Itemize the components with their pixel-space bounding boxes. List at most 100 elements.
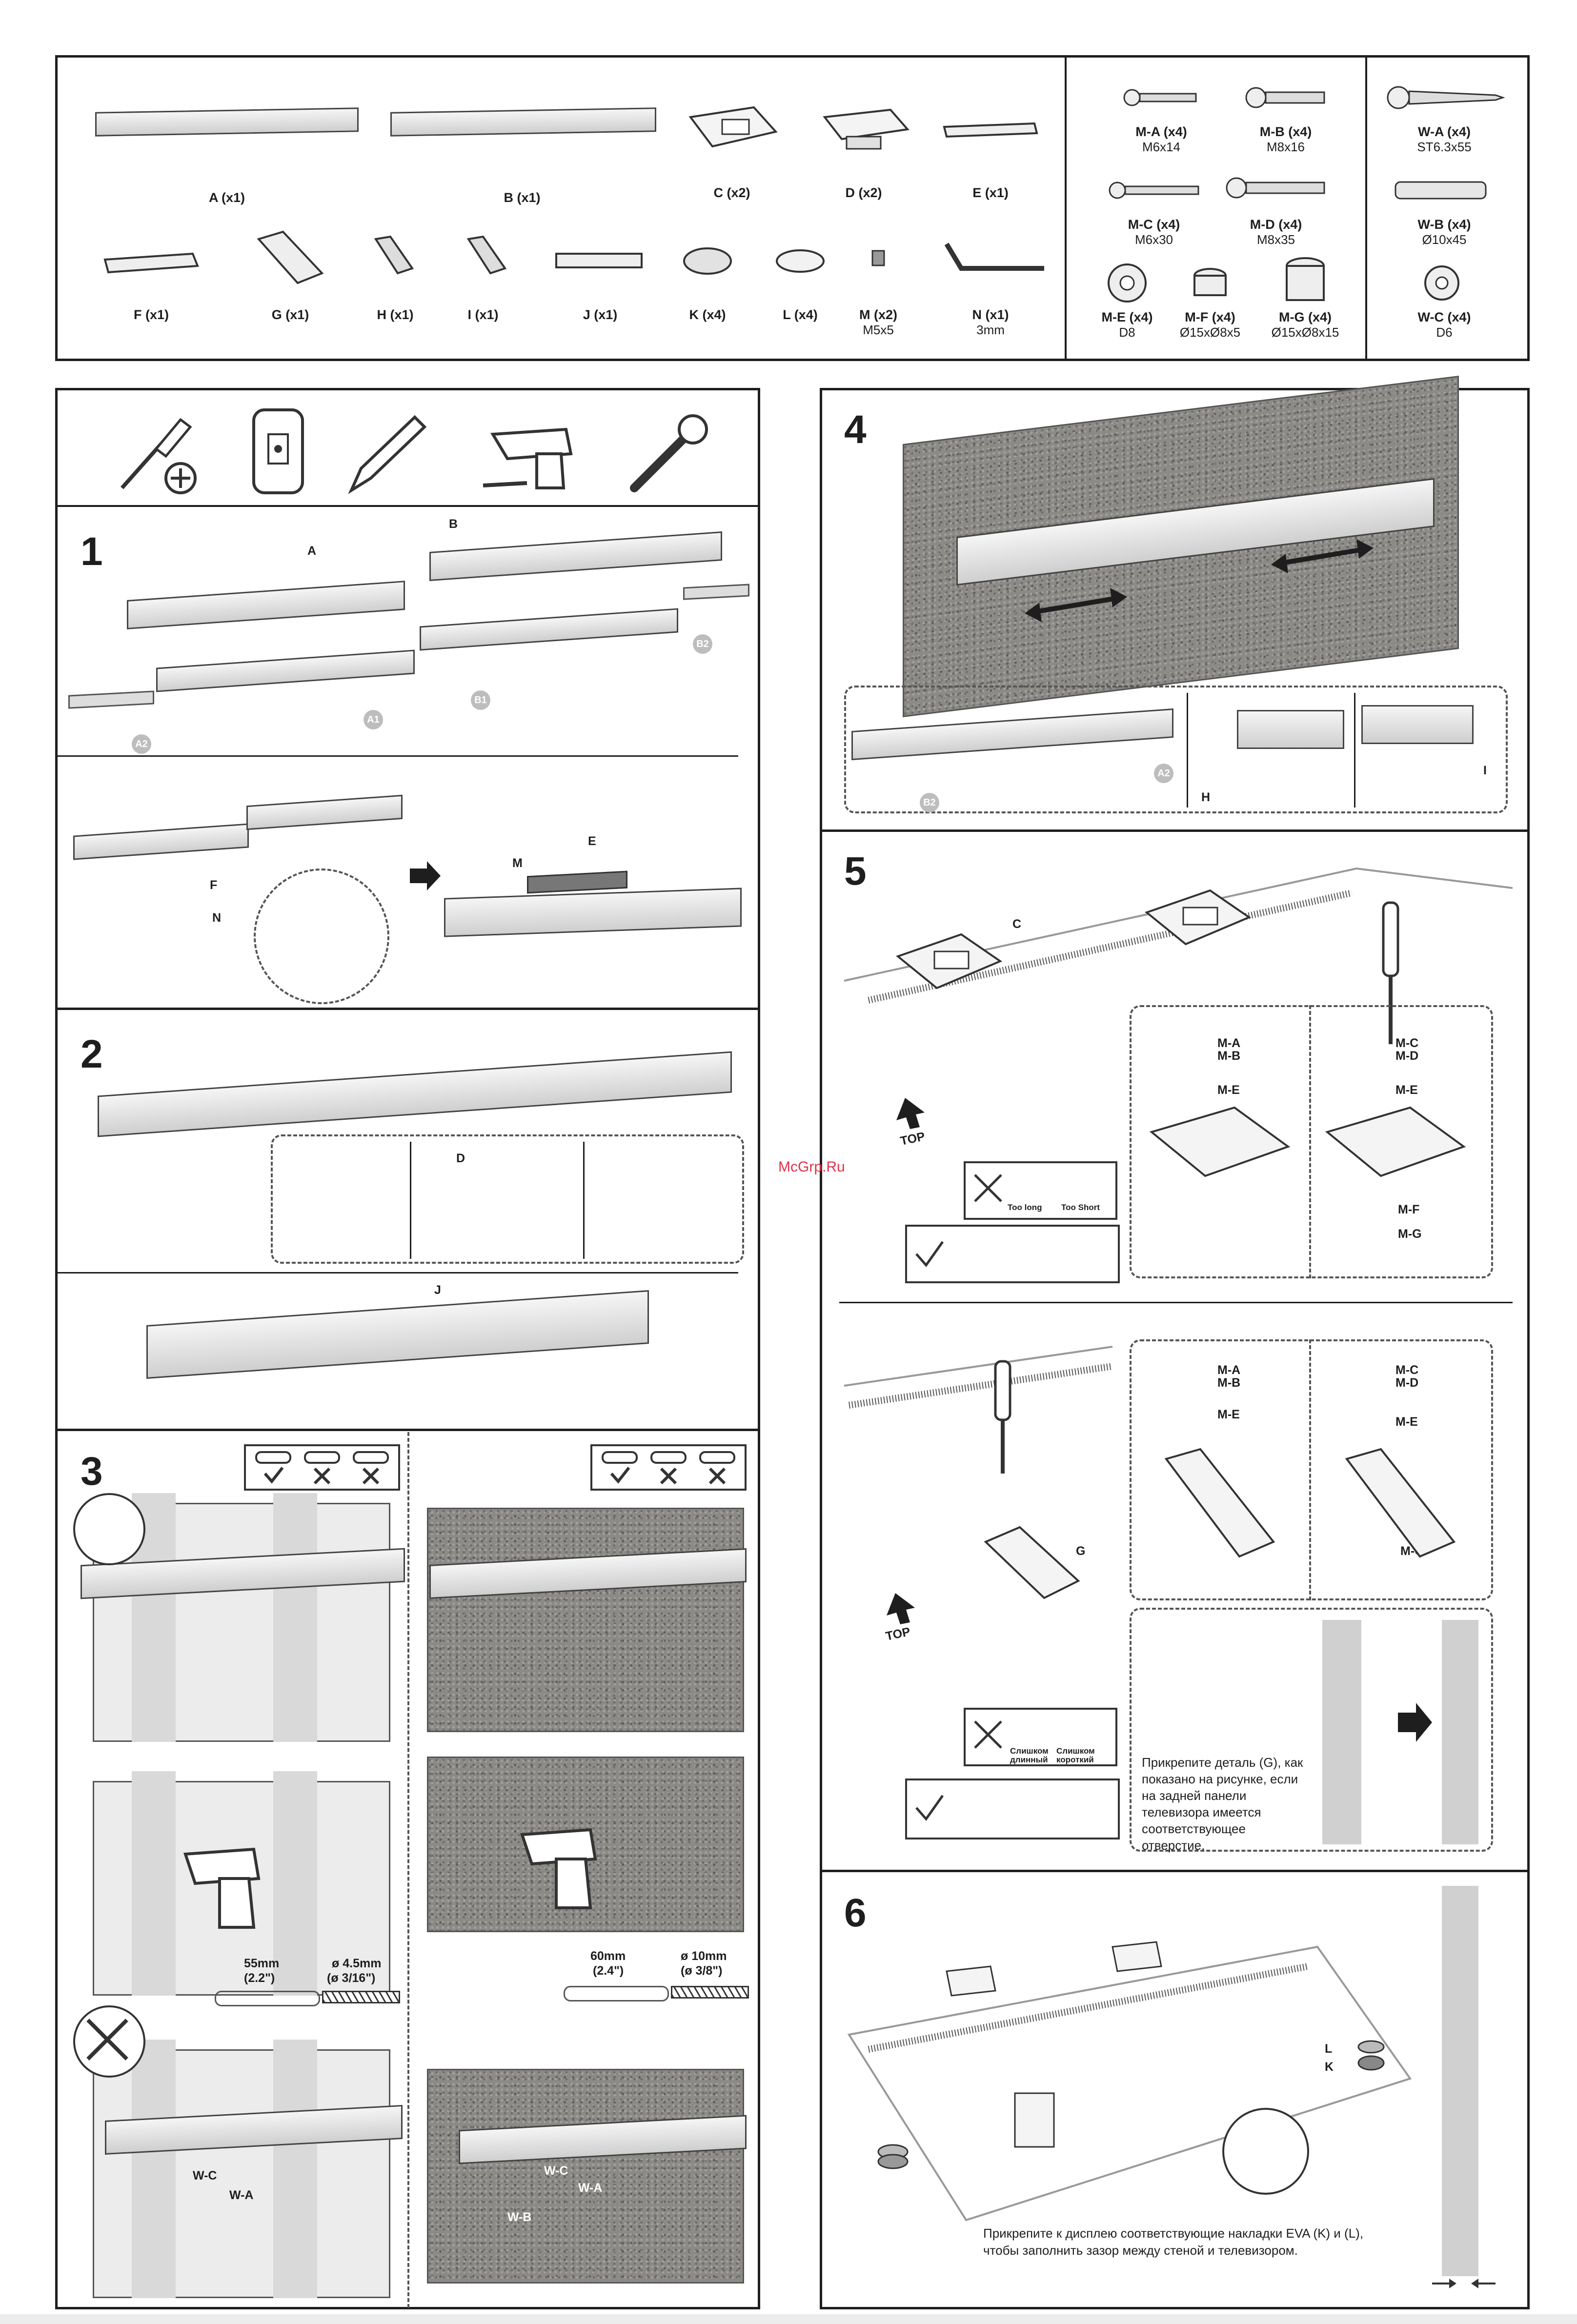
step-3-concrete-wall-1 bbox=[427, 1508, 744, 1732]
step-3-concrete-wall-3 bbox=[427, 2069, 744, 2284]
spacer-mf-label: M-F (x4)Ø15xØ8x5 bbox=[1166, 310, 1254, 340]
step-5-ru-too-long: Слишком длинный bbox=[1010, 1746, 1049, 1764]
step-1-callout-a1: A1 bbox=[364, 710, 383, 729]
part-n-label: N (x1)3mm bbox=[956, 307, 1025, 338]
step-5-bracket-g bbox=[984, 1526, 1080, 1599]
washer-wc-label: W-C (x4)D6 bbox=[1400, 310, 1488, 340]
step-4-label-h: H bbox=[1201, 790, 1211, 804]
step-3-no-anchor-cross-icon bbox=[86, 2019, 128, 2061]
wall-screw-wa-image bbox=[1387, 86, 1505, 109]
step-1-next-arrow-icon bbox=[410, 861, 441, 890]
part-f-image bbox=[103, 252, 199, 274]
spacer-mf-size: Ø15xØ8x5 bbox=[1179, 325, 1241, 340]
part-g-label: G (x1) bbox=[271, 307, 309, 322]
step-3-wood-bit-in: (ø 3/16") bbox=[327, 1971, 376, 1985]
step-5-wrong-cross-icon bbox=[974, 1174, 1002, 1202]
step-3-wood-drill-depth-in: (2.2") bbox=[244, 1971, 275, 1985]
watermark-text: McGrp.Ru bbox=[778, 1159, 845, 1175]
step-4-bottom-border bbox=[820, 829, 1530, 832]
wall-screw-wa-count: W-A (x4) bbox=[1418, 124, 1471, 139]
pencil-icon bbox=[348, 415, 427, 494]
parts-divider-2 bbox=[1365, 55, 1367, 361]
step-5-too-short: Too Short bbox=[1061, 1203, 1100, 1212]
step-3-wood-drill-icon bbox=[183, 1847, 261, 1929]
step-3-concrete-hole-check bbox=[590, 1444, 747, 1491]
wall-screw-wa-size: ST6.3x55 bbox=[1417, 140, 1472, 154]
step-5-bracket-detail-1 bbox=[1149, 1106, 1291, 1177]
step-1-label-m: M bbox=[512, 856, 523, 870]
step-4-detail-divider-1 bbox=[1187, 693, 1188, 808]
step-6-detail-circle bbox=[1222, 2108, 1309, 2195]
step-3-wood-drill-bit bbox=[322, 1991, 400, 2003]
part-h-label: H (x1) bbox=[377, 307, 414, 322]
screw-md-count: M-D (x4) bbox=[1250, 217, 1302, 232]
anchor-wb-image bbox=[1395, 181, 1487, 200]
step-3-wood-depth-gauge bbox=[215, 1991, 320, 2006]
step-1-callout-b1: B1 bbox=[471, 690, 490, 710]
step-3-divider bbox=[407, 1432, 409, 2308]
step-4-number: 4 bbox=[844, 407, 867, 452]
step-5-tv-back-outline-2 bbox=[844, 1346, 1113, 1409]
screw-mc-size: M6x30 bbox=[1134, 232, 1173, 247]
washer-me-size: D8 bbox=[1119, 325, 1135, 340]
step-5-bracket-g-detail-2 bbox=[1345, 1448, 1456, 1558]
stud-finder-icon bbox=[252, 408, 304, 494]
step-3-concrete-drill-icon bbox=[520, 1828, 597, 1909]
step-5-bracket-c-right bbox=[1144, 889, 1252, 946]
step-4-label-i: I bbox=[1483, 764, 1487, 777]
step-6-note-line-2: чтобы заполнить зазор между стеной и тел… bbox=[983, 2243, 1298, 2258]
washer-wc-count: W-C (x4) bbox=[1417, 310, 1471, 324]
step-5-top-arrow-icon bbox=[896, 1098, 925, 1129]
step-3-wood-stud-1b bbox=[273, 1493, 317, 1742]
step-5-screwdriver-icon-2 bbox=[994, 1360, 1011, 1474]
step-5-bracket-c-left bbox=[895, 933, 1003, 990]
step-1-label-b: B bbox=[449, 517, 458, 531]
step-5-screwdriver-icon bbox=[1382, 901, 1399, 1044]
step-3-concrete-depth-gauge bbox=[564, 1986, 669, 2001]
part-b-label: B (x1) bbox=[504, 190, 541, 205]
step-1-detail-circle bbox=[254, 869, 389, 1004]
step-3-wood-stud-2b bbox=[273, 1771, 317, 1996]
step-5-detail-box-1 bbox=[1130, 1005, 1493, 1278]
step-5-label-mc-md-2: M-C M-D bbox=[1395, 1363, 1419, 1390]
step-5-ru-too-short: Слишком короткий bbox=[1056, 1746, 1095, 1764]
spacer-mg-size: Ø15xØ8x15 bbox=[1271, 325, 1339, 340]
part-g-image bbox=[257, 230, 324, 284]
screw-ma-size: M6x14 bbox=[1142, 140, 1181, 154]
step-6-gap-arrows-icon bbox=[1432, 2279, 1496, 2288]
part-a-label: A (x1) bbox=[208, 190, 245, 205]
screw-mb-label: M-B (x4)M8x16 bbox=[1242, 124, 1330, 155]
step-3-wood-label-wc: W-C bbox=[193, 2169, 217, 2183]
step-5-label-mc-md-1: M-C M-D bbox=[1395, 1036, 1419, 1063]
screw-md-image bbox=[1226, 177, 1325, 199]
part-b-image bbox=[390, 107, 656, 137]
screw-mc-label: M-C (x4)M6x30 bbox=[1110, 217, 1198, 247]
step-1-label-f: F bbox=[210, 878, 218, 892]
step-4-slide-arrow-left-icon bbox=[1025, 588, 1127, 622]
part-n-image bbox=[944, 243, 1044, 271]
part-e-label: E (x1) bbox=[972, 185, 1009, 200]
anchor-wb-size: Ø10x45 bbox=[1422, 232, 1467, 247]
step-3-wood-hole-check bbox=[244, 1444, 400, 1491]
part-d-image bbox=[823, 108, 910, 150]
step-5-label-mg-1: M-G bbox=[1398, 1227, 1422, 1241]
step-2-separator bbox=[55, 1272, 738, 1273]
part-c-image bbox=[688, 106, 778, 148]
anchor-wb-label: W-B (x4)Ø10x45 bbox=[1400, 217, 1488, 247]
part-a-image bbox=[95, 107, 359, 137]
step-5-wall-side-view-1 bbox=[1322, 1620, 1361, 1844]
part-l-label: L (x4) bbox=[783, 307, 818, 322]
step-3-concrete-drill-depth: 60mm bbox=[590, 1949, 626, 1963]
step-1-callout-a2: A2 bbox=[132, 734, 151, 754]
step-5-wall-side-view-2 bbox=[1442, 1620, 1478, 1844]
step-3-stud-finder-zoom bbox=[73, 1493, 145, 1565]
footer-band bbox=[0, 2314, 1577, 2324]
socket-wrench-icon bbox=[630, 414, 708, 492]
step-6-pad-icon bbox=[877, 2144, 909, 2169]
step-3-number: 3 bbox=[81, 1449, 103, 1494]
screwdriver-phillips-icon bbox=[121, 418, 197, 494]
step-5-label-me-3: M-E bbox=[1217, 1408, 1240, 1421]
step-5-number: 5 bbox=[844, 849, 867, 893]
screw-ma-count: M-A (x4) bbox=[1135, 124, 1187, 139]
step-5-wrong-cross-icon-2 bbox=[974, 1720, 1002, 1749]
